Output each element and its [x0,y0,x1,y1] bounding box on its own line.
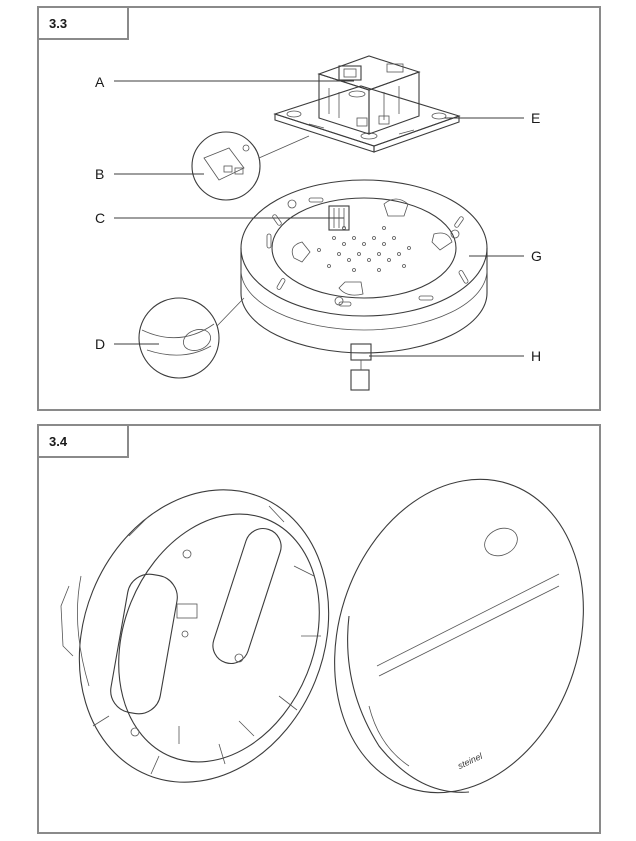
callout-label: G [531,248,542,264]
figure-number-tab: 3.4 [37,424,129,458]
callout-label: E [531,110,541,126]
callout-label: C [95,210,106,226]
detector-base [240,179,488,391]
callout-label: H [531,348,542,364]
detail-circle-d [138,297,245,379]
figure-panel-3-3: 3.3 [37,6,601,411]
figure-number-tab: 3.3 [37,6,129,40]
callout-label: D [95,336,106,352]
callout-label: A [95,74,105,90]
detector-base-mounting-exploded-icon [114,55,524,391]
mounting-plate [273,85,461,153]
figure-panel-3-4: 3.4 [37,424,601,834]
mounting-base-back [60,489,330,783]
connector-module [317,55,421,135]
callout-label: B [95,166,105,182]
detail-circle-b [191,131,310,201]
mounting-base-back-icon [60,478,584,794]
detector-housing-icon [334,478,584,794]
